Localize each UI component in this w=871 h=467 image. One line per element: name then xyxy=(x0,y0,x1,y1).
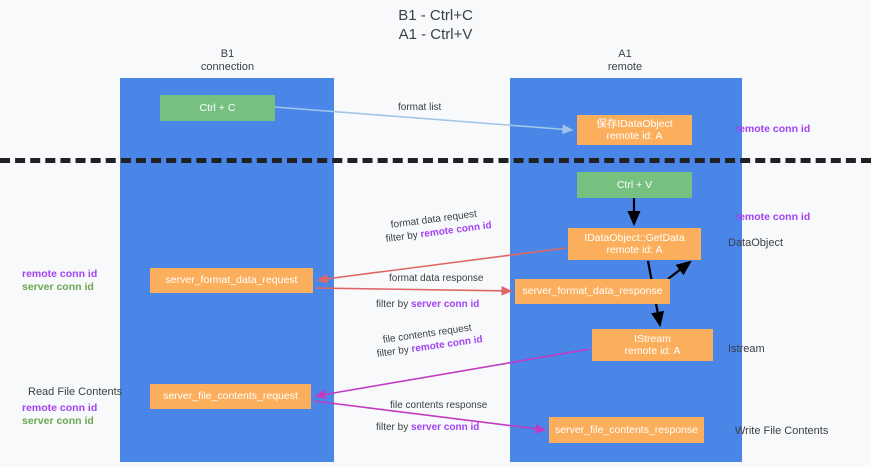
node-save-idataobject[interactable]: 保存IDataObject remote id: A xyxy=(577,115,692,145)
key-remote-conn-id-mid: remote conn id xyxy=(735,211,810,224)
key-left-lower-server: server conn id xyxy=(22,415,94,427)
key-left-upper-remote: remote conn id xyxy=(22,268,98,280)
lane-header-b1: B1 connection xyxy=(150,48,305,74)
filter-by-text-3: filter by xyxy=(376,344,413,360)
node-server-format-data-request[interactable]: server_format_data_request xyxy=(150,268,313,293)
lane-header-b1-name: B1 xyxy=(220,48,235,60)
edge-label-format-list: format list xyxy=(398,102,442,113)
lane-header-a1: A1 remote xyxy=(545,48,705,74)
key-left-lower-remote: remote conn id xyxy=(22,402,98,414)
node-ctrl-v[interactable]: Ctrl + V xyxy=(577,172,692,198)
filter-by-text-1: filter by xyxy=(385,229,422,245)
lane-header-a1-name: A1 xyxy=(618,48,632,60)
key-left-upper-server: server conn id xyxy=(22,281,94,293)
key-remote-conn-id-top: remote conn id xyxy=(735,123,810,136)
key-remote-conn-id-mid-text: remote conn id xyxy=(735,211,811,223)
node-save-idataobject-line1: 保存IDataObject xyxy=(596,117,673,130)
title-line-1: B1 - Ctrl+C xyxy=(398,7,473,24)
divider-dashed-line xyxy=(0,158,871,163)
node-server-format-data-response[interactable]: server_format_data_response xyxy=(515,279,670,304)
filter-by-server-key-2: server conn id xyxy=(411,422,480,433)
node-istream[interactable]: IStream remote id: A xyxy=(592,329,713,361)
key-left-lower: remote conn id server conn id xyxy=(22,402,97,428)
edge-label-file-contents-response: file contents response xyxy=(390,400,488,411)
side-label-istream: Istream xyxy=(728,343,765,355)
diagram-title: B1 - Ctrl+C A1 - Ctrl+V xyxy=(0,6,871,44)
edge-format-data-response xyxy=(315,286,513,296)
edge-label-format-data-response: format data response xyxy=(389,273,484,284)
side-label-write-file-contents: Write File Contents xyxy=(735,425,829,437)
title-line-2: A1 - Ctrl+V xyxy=(398,26,473,43)
lane-header-a1-subtitle: remote xyxy=(607,61,643,73)
lane-header-b1-subtitle: connection xyxy=(200,61,255,73)
node-getdata-line2: remote id: A xyxy=(606,244,663,256)
side-label-read-file-contents: Read File Contents xyxy=(28,386,123,398)
filter-by-server-key-1: server conn id xyxy=(411,299,480,310)
side-label-dataobject: DataObject xyxy=(728,237,784,249)
node-istream-line1: IStream xyxy=(634,332,671,345)
filter-by-text-2: filter by xyxy=(376,299,412,310)
node-ctrl-c[interactable]: Ctrl + C xyxy=(160,95,275,121)
filter-by-text-4: filter by xyxy=(376,422,412,433)
edge-label-filter-by-server-2: filter by server conn id xyxy=(376,421,479,434)
node-save-idataobject-line2: remote id: A xyxy=(606,130,663,142)
key-remote-conn-id-top-text: remote conn id xyxy=(735,123,811,135)
node-idataobject-getdata[interactable]: IDataObject::GetData remote id: A xyxy=(568,228,701,260)
node-server-file-contents-request[interactable]: server_file_contents_request xyxy=(150,384,311,409)
node-istream-line2: remote id: A xyxy=(624,345,681,357)
node-server-file-contents-response[interactable]: server_file_contents_response xyxy=(549,417,704,443)
node-getdata-line1: IDataObject::GetData xyxy=(584,231,685,244)
key-left-upper: remote conn id server conn id xyxy=(22,268,97,294)
edge-label-filter-by-server-1: filter by server conn id xyxy=(376,298,479,311)
